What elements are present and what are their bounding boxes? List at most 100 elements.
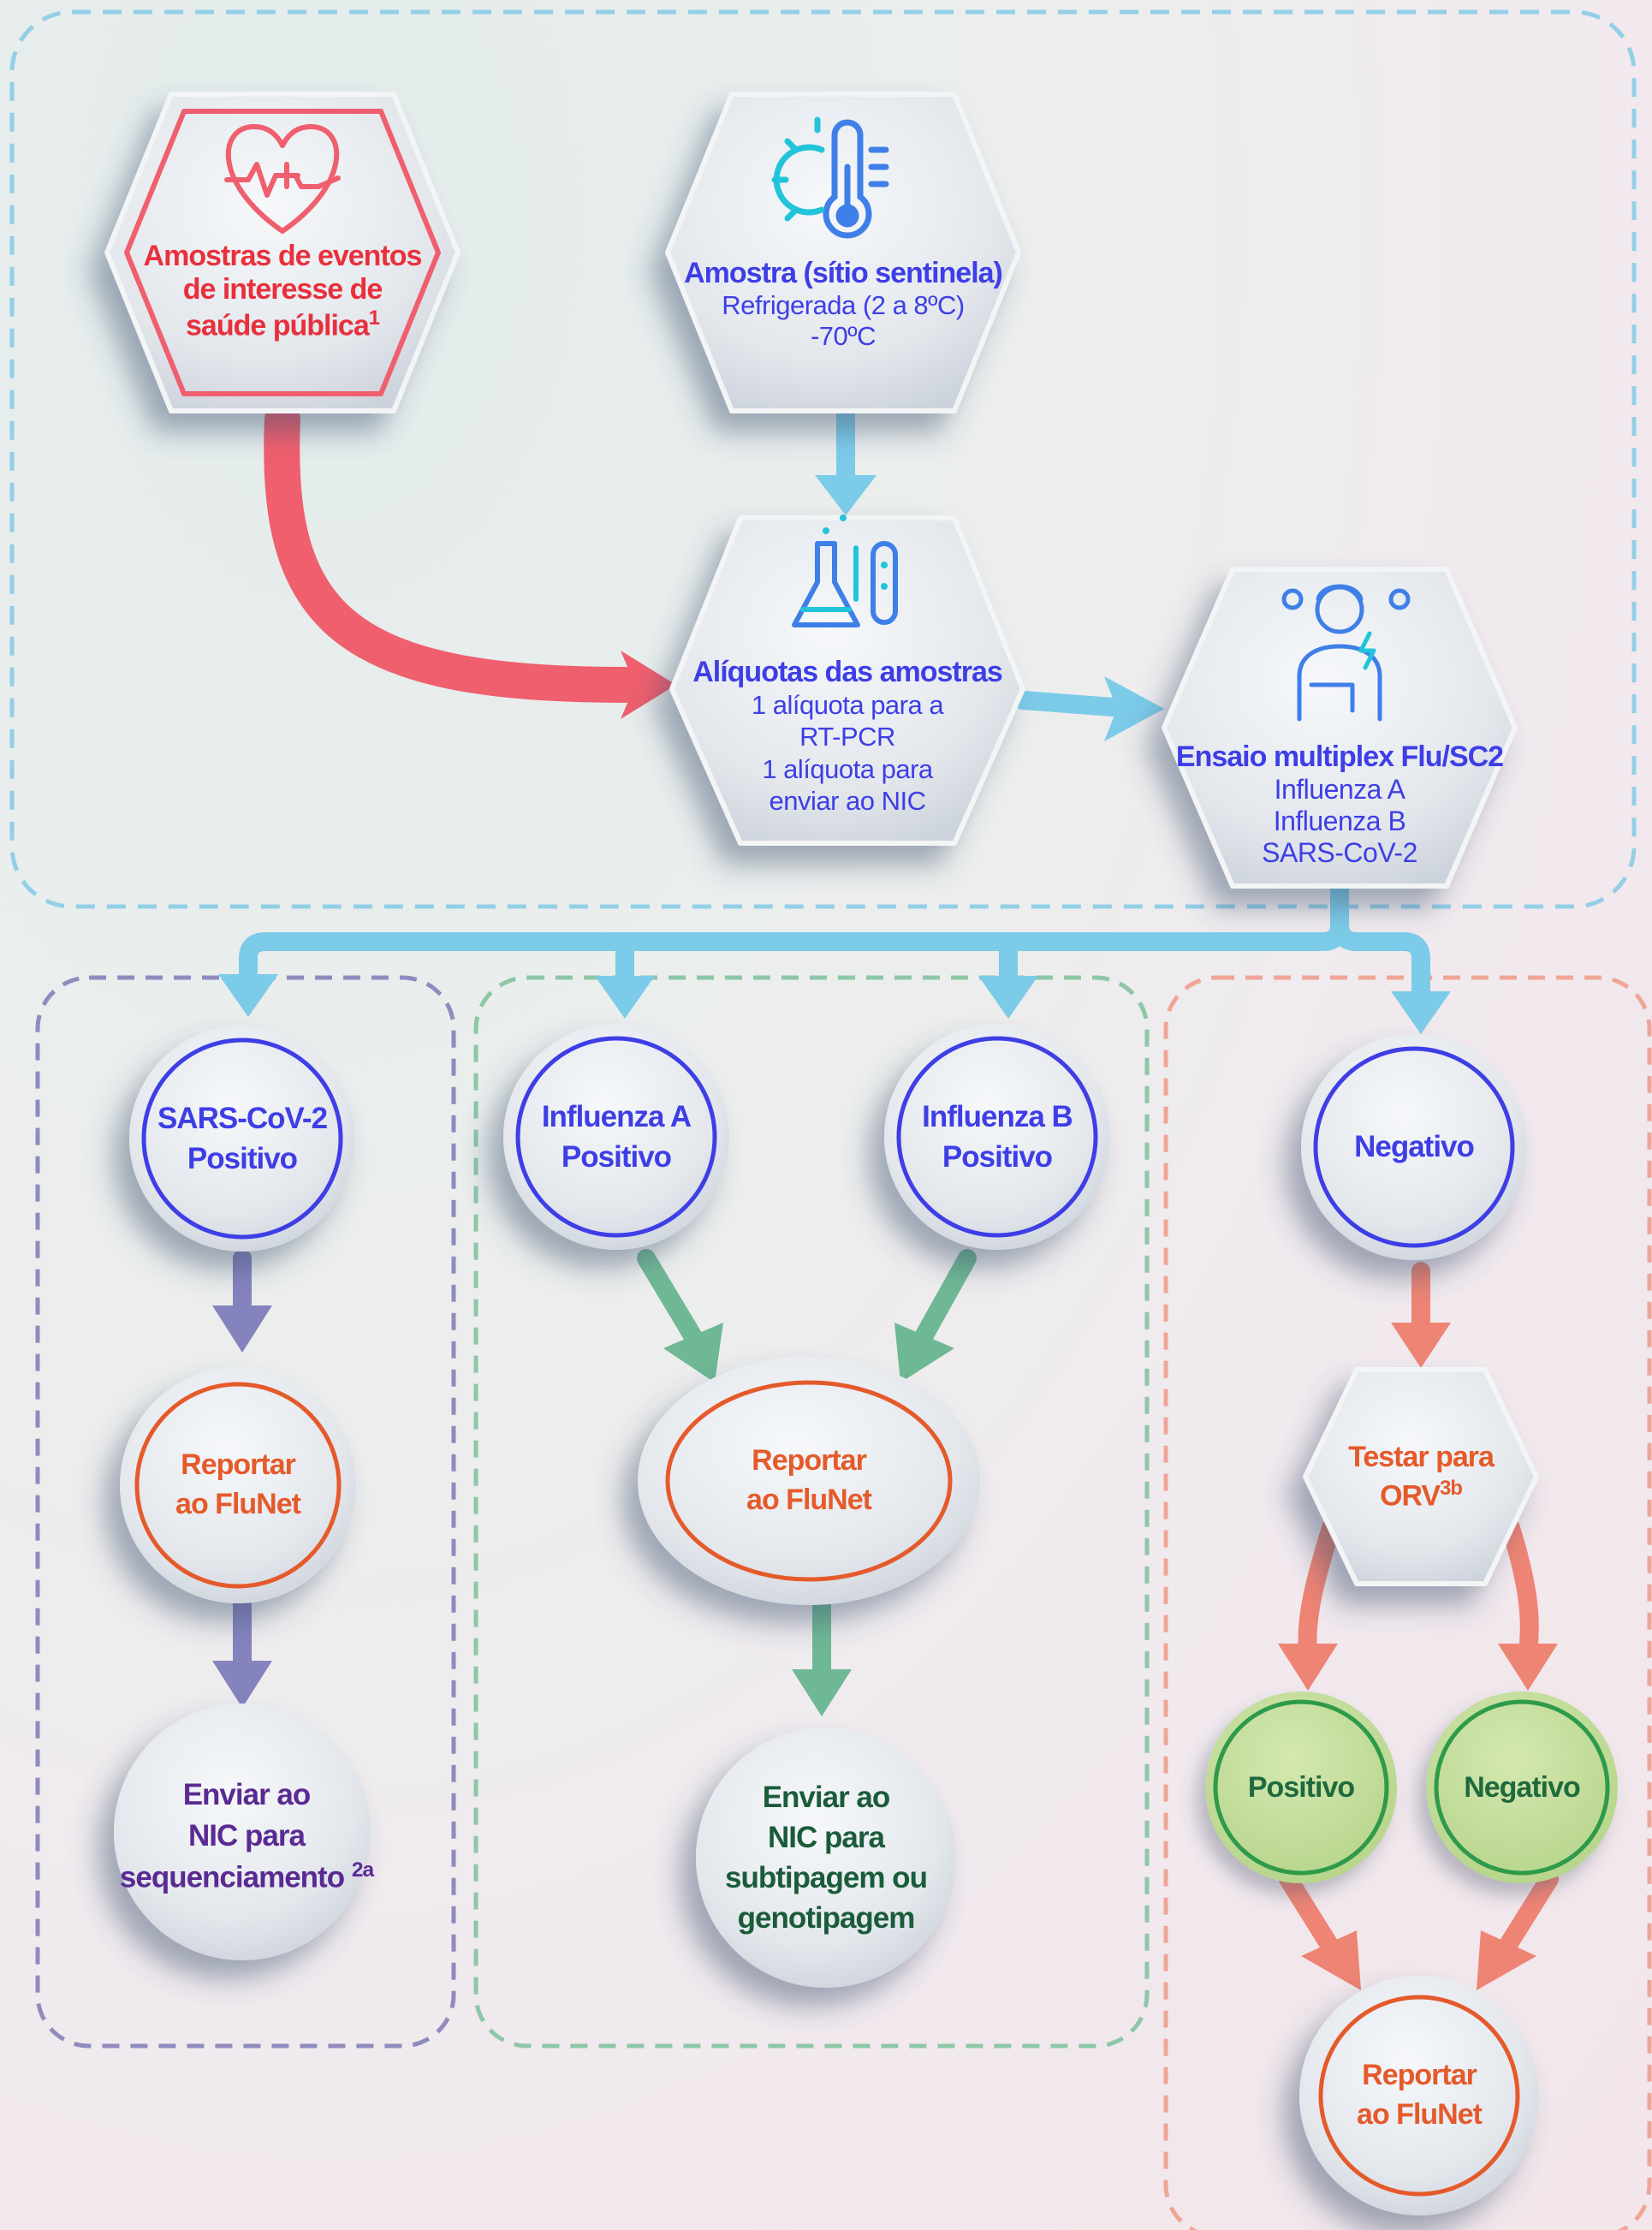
send-subtyping-line-3: subtipagem ou	[725, 1861, 928, 1894]
public-health-inner-border	[124, 109, 441, 396]
report-sars-line-2: ao FluNet	[175, 1488, 301, 1520]
sentinel-arrowhead	[815, 475, 877, 515]
send-subtyping-line-2: NIC para	[768, 1820, 885, 1854]
orv-negative-line-1: Negativo	[1464, 1770, 1581, 1804]
report-flu-node: Reportar ao FluNet	[698, 1421, 920, 1541]
test-orv-hexagon	[1303, 1367, 1539, 1586]
negative-circle	[1301, 1034, 1527, 1260]
branch-negative-head	[1391, 991, 1451, 1034]
flu-b-positive-line-2: Positivo	[942, 1140, 1053, 1174]
flu-b-positive-line-1: Influenza B	[922, 1099, 1073, 1133]
flu-b-to-report-head	[894, 1323, 954, 1383]
send-subtyping-node: Enviar ao NIC para subtipagem ou genotip…	[698, 1759, 954, 1956]
orv-negative-node: Negativo	[1436, 1757, 1607, 1817]
flu-a-positive-node: Influenza A Positivo	[505, 1073, 728, 1201]
report-to-subtyping-head	[792, 1669, 852, 1716]
send-sequencing-line-3: sequenciamento 2a	[119, 1858, 374, 1894]
multiplex-line-3: SARS-CoV-2	[1262, 836, 1417, 868]
sars-positive-circle	[129, 1026, 355, 1252]
test-orv-line-1: Testar para	[1348, 1441, 1495, 1474]
sars-positive-line-1: SARS-CoV-2	[157, 1101, 328, 1135]
flu-b-positive-node: Influenza B Positivo	[886, 1073, 1108, 1201]
report-flu-line-2: ao FluNet	[746, 1484, 872, 1516]
send-sequencing-line-1: Enviar ao	[182, 1778, 312, 1812]
report-flu-ellipse	[638, 1357, 980, 1605]
multiplex-title: Ensaio multiplex Flu/SC2	[1175, 740, 1504, 774]
send-subtyping-line-1: Enviar ao	[762, 1780, 891, 1814]
report-sars-ring	[134, 1382, 342, 1589]
sentinel-title: Amostra (sítio sentinela)	[684, 256, 1003, 289]
orv-to-positive-path	[1298, 1519, 1340, 1662]
flu-a-positive-circle	[503, 1024, 729, 1250]
red-curve-arrow	[264, 401, 643, 703]
orv-positive-node: Positivo	[1215, 1757, 1387, 1817]
send-sequencing-line-2: NIC para	[188, 1818, 306, 1852]
branch-sars-head	[218, 974, 278, 1017]
aliquots-line-3: 1 alíquota para	[762, 753, 933, 784]
flu-a-to-report-line	[637, 1249, 704, 1349]
positive-to-report-line	[1279, 1870, 1340, 1957]
aliquots-line-4: enviar ao NIC	[769, 785, 926, 816]
public-health-title-2: de interesse de	[182, 272, 383, 306]
flu-b-positive-ring	[896, 1036, 1098, 1238]
report-orv-ring	[1318, 1995, 1520, 2197]
sars-positive-ring	[141, 1038, 343, 1240]
flu-b-positive-circle	[884, 1024, 1110, 1250]
influenza-group-border	[473, 975, 1150, 2049]
report-to-send-head	[212, 1661, 272, 1708]
branch-flu-a-head	[595, 976, 655, 1019]
flu-b-to-report-line	[912, 1249, 977, 1349]
test-orv-node: Testar para ORV3b	[1310, 1425, 1532, 1528]
aliquots-node: Alíquotas das amostras 1 alíquota para a…	[676, 642, 1019, 830]
orv-positive-line-1: Positivo	[1247, 1770, 1355, 1804]
send-sequencing-circle	[114, 1704, 371, 1960]
sentinel-hexagon	[665, 92, 1021, 413]
negative-node: Negativo	[1303, 1113, 1525, 1181]
sentinel-line-1: Refrigerada (2 a 8ºC)	[722, 289, 965, 320]
send-sequencing-node: Enviar ao NIC para sequenciamento 2a	[105, 1763, 388, 1909]
report-sars-circle	[120, 1367, 356, 1603]
public-health-title-3: saúde pública1	[186, 306, 380, 342]
aliquots-line-1: 1 alíquota para a	[751, 690, 944, 721]
send-subtyping-line-4: genotipagem	[737, 1901, 916, 1936]
aliquots-to-multiplex-line	[1013, 691, 1122, 717]
positive-to-report-head	[1301, 1930, 1361, 1990]
orv-positive-circle	[1205, 1692, 1397, 1883]
report-sars-node: Reportar ao FluNet	[127, 1425, 349, 1545]
flu-a-positive-ring	[515, 1036, 717, 1238]
public-health-node: Amostras de eventos de interesse de saúd…	[128, 227, 437, 355]
flu-a-positive-line-1: Influenza A	[541, 1099, 692, 1133]
report-orv-line-2: ao FluNet	[1357, 2098, 1483, 2131]
public-health-hexagon	[104, 92, 461, 413]
negative-to-orv-head	[1391, 1323, 1451, 1368]
branch-right	[1330, 915, 1430, 1002]
send-subtyping-circle	[696, 1728, 956, 1988]
flask-icon	[792, 514, 898, 627]
aliquots-title: Alíquotas das amostras	[692, 656, 1003, 689]
aliquots-line-2: RT-PCR	[799, 722, 895, 752]
test-orv-line-2: ORV3b	[1380, 1477, 1463, 1513]
report-orv-circle	[1299, 1976, 1539, 2215]
negative-ring	[1313, 1046, 1515, 1248]
top-group-border	[9, 9, 1637, 909]
connectors	[212, 401, 1559, 1990]
heart-icon	[224, 123, 341, 234]
report-orv-line-1: Reportar	[1362, 2059, 1477, 2092]
multiplex-node: Ensaio multiplex Flu/SC2 Influenza A Inf…	[1164, 728, 1515, 882]
negative-to-report-line	[1497, 1870, 1559, 1957]
report-flu-ring	[665, 1380, 953, 1582]
thermometer-icon	[771, 116, 889, 239]
report-orv-node: Reportar ao FluNet	[1308, 2037, 1530, 2154]
orv-negative-circle	[1426, 1692, 1618, 1883]
orv-positive-ring	[1213, 1699, 1389, 1876]
report-flu-line-1: Reportar	[752, 1444, 867, 1478]
branch-flu-b-head	[978, 976, 1038, 1019]
multiplex-hexagon	[1162, 567, 1518, 889]
negative-line-1: Negativo	[1354, 1130, 1475, 1163]
orv-to-positive-head	[1278, 1644, 1338, 1691]
sick-person-icon	[1281, 584, 1411, 722]
sars-to-report-head	[212, 1305, 272, 1353]
orv-negative-ring	[1434, 1699, 1610, 1876]
sentinel-line-2: -70ºC	[810, 320, 877, 351]
